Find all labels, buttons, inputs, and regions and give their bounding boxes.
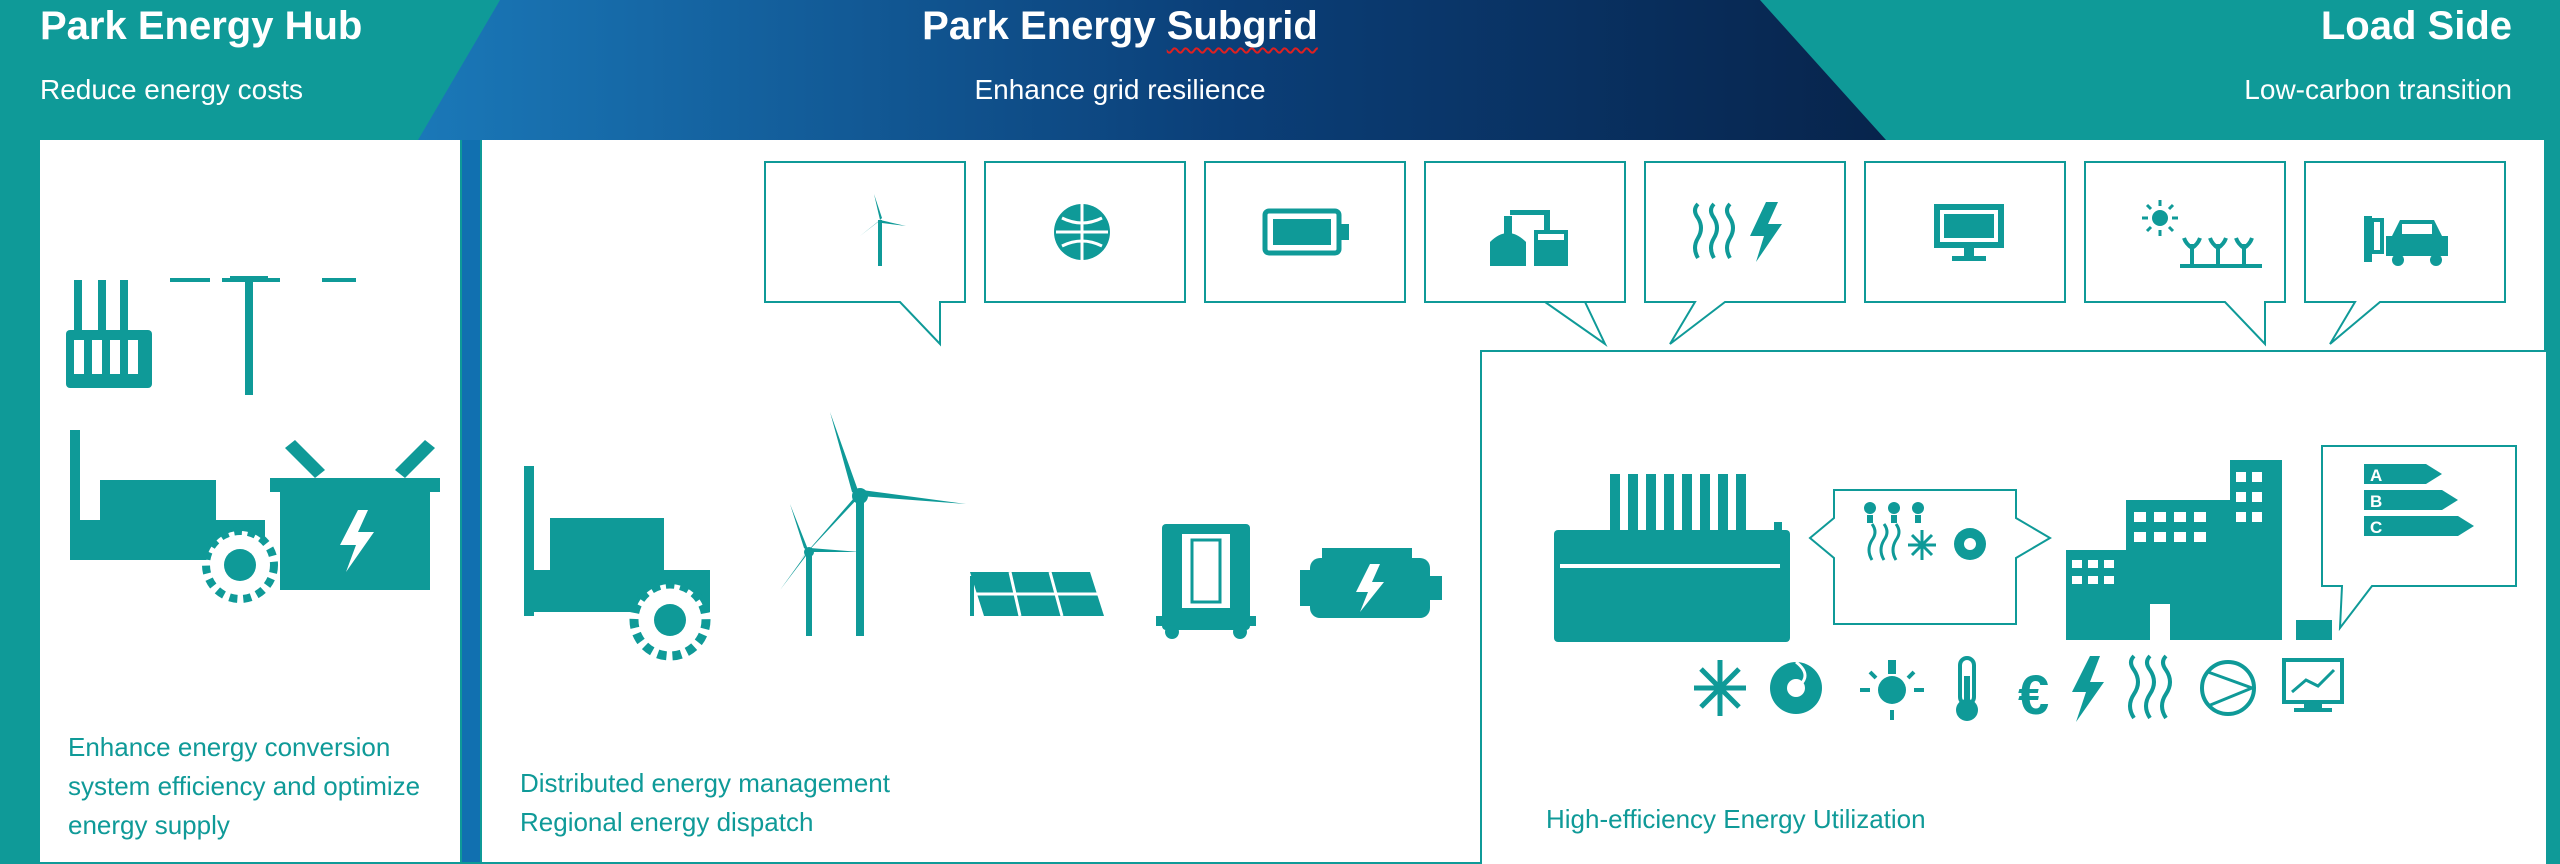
hub-subtitle: Reduce energy costs xyxy=(40,74,304,105)
battery-icon xyxy=(1262,208,1349,256)
thermometer-icon xyxy=(1956,656,1978,721)
subgrid-description-line: Regional energy dispatch xyxy=(520,807,814,837)
process-callout xyxy=(1808,489,2052,625)
subgrid-description: Distributed energy management Regional e… xyxy=(520,764,890,842)
switchgear-icon xyxy=(270,440,440,590)
utilization-illustration: A B C xyxy=(1554,445,2517,642)
light-icon xyxy=(1860,660,1924,720)
hub-description-line: system efficiency and optimize xyxy=(68,771,421,801)
utilization-description: High-efficiency Energy Utilization xyxy=(1546,804,1926,834)
rating-label-b: B xyxy=(2370,492,2382,511)
heat-power-icon xyxy=(1693,202,1782,262)
wind-turbines-icon xyxy=(780,412,966,636)
sun-crop-icon xyxy=(2142,200,2262,268)
globe-icon xyxy=(1054,204,1110,260)
callout-wind xyxy=(764,161,966,347)
monitor-icon xyxy=(1934,204,2004,261)
generator-icon xyxy=(524,466,711,661)
heat-waves-icon xyxy=(1867,523,1901,561)
substation-icon xyxy=(66,276,356,395)
pump-icon xyxy=(2200,660,2257,716)
hub-equipment-illustration xyxy=(66,276,440,603)
turbine-fan-icon xyxy=(1954,528,1986,560)
snowflake-small-icon xyxy=(1908,530,1936,560)
hub-description-line: Enhance energy conversion xyxy=(68,732,391,762)
generator-icon xyxy=(70,430,278,603)
euro-icon: € xyxy=(2018,663,2049,726)
load-title: Load Side xyxy=(2320,4,2512,48)
factory-icon xyxy=(1490,210,1568,266)
load-subtitle: Low-carbon transition xyxy=(2244,74,2512,105)
load-icons-row: € xyxy=(1694,654,2344,726)
divider-strip xyxy=(462,140,480,862)
lightning-icon xyxy=(2072,656,2104,722)
snowflake-icon xyxy=(1694,660,1746,716)
solar-panel-icon xyxy=(970,571,1104,617)
wind-turbine-icon xyxy=(860,194,906,266)
fan-icon xyxy=(1770,660,1822,714)
rating-label-a: A xyxy=(2370,466,2382,485)
plant-icon xyxy=(1554,474,1790,642)
heat-icon xyxy=(2128,654,2172,720)
subgrid-title: Park Energy Subgrid xyxy=(0,4,2240,49)
lightbulbs-icon xyxy=(1864,502,1924,523)
converter-cabinet-icon xyxy=(1156,524,1256,639)
chart-monitor-icon xyxy=(2282,658,2344,712)
subgrid-title-part2: Subgrid xyxy=(1166,4,1318,48)
subgrid-header-band xyxy=(418,0,1886,140)
rating-label-c: C xyxy=(2370,518,2382,537)
office-buildings-icon xyxy=(2066,460,2332,640)
hub-description-line: energy supply xyxy=(68,810,230,840)
ev-charging-icon xyxy=(2364,216,2448,266)
callout-row xyxy=(764,161,2506,347)
hub-description: Enhance energy conversion system efficie… xyxy=(68,728,420,845)
subgrid-subtitle: Enhance grid resilience xyxy=(974,74,1266,105)
energy-rating-bars xyxy=(2364,464,2474,536)
subgrid-description-line: Distributed energy management xyxy=(520,768,890,798)
subgrid-title-part1: Park Energy xyxy=(922,4,1167,48)
hub-title: Park Energy Hub xyxy=(40,4,363,48)
callout-sun-crop xyxy=(2084,161,2286,347)
subgrid-equipment-illustration xyxy=(524,412,1442,661)
motor-icon xyxy=(1300,548,1442,618)
